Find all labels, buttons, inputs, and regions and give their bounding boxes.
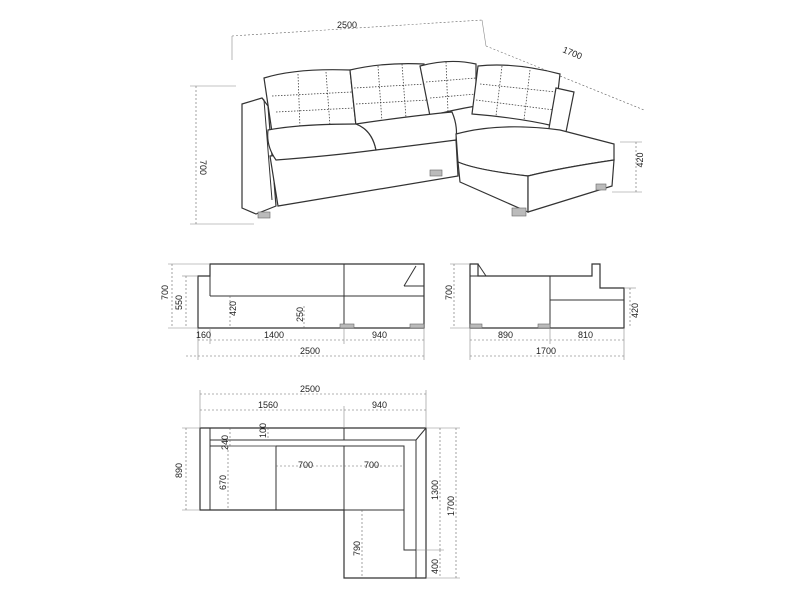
top-cushion2-width-label: 700 [364,460,379,470]
persp-chaise-height-label: 420 [635,152,645,167]
front-back-height-label: 550 [174,295,184,310]
top-total-width-label: 2500 [300,384,320,394]
side-view: 700 420 890 810 1700 [444,263,640,360]
side-total-width-label: 1700 [536,346,556,356]
top-main-width-label: 1560 [258,400,278,410]
top-cushion1-width-label: 700 [298,460,313,470]
persp-width-label: 2500 [337,20,357,30]
top-view: 2500 1560 940 240 100 670 890 700 700 13… [174,384,460,579]
persp-height-label: 700 [198,160,208,175]
front-total-height-label: 700 [160,285,170,300]
top-chaise-seat-depth-label: 790 [352,541,362,556]
front-arm-width-label: 160 [196,330,211,340]
top-total-depth-label: 1700 [446,496,456,516]
front-mid-width-label: 1400 [264,330,284,340]
front-total-width-label: 2500 [300,346,320,356]
front-chaise-width-label: 940 [372,330,387,340]
top-chaise-width-label: 940 [372,400,387,410]
persp-depth-label: 1700 [561,45,583,62]
front-inner-height-label: 250 [295,307,305,322]
front-view: 700 550 420 250 160 1400 940 2500 [160,263,425,360]
top-depth-label: 890 [174,463,184,478]
perspective-view: 2500 1700 700 420 [190,19,645,225]
top-seat-depth-label: 670 [218,475,228,490]
top-cushion-depth-label: 100 [258,423,268,438]
top-chaise-end-label: 400 [430,559,440,574]
front-seat-height-label: 420 [228,301,238,316]
top-chaise-depth-label: 1300 [430,480,440,500]
side-seat-height-label: 420 [630,303,640,318]
side-width-b-label: 810 [578,330,593,340]
side-total-height-label: 700 [444,285,454,300]
side-width-a-label: 890 [498,330,513,340]
top-back-depth-label: 240 [220,435,230,450]
